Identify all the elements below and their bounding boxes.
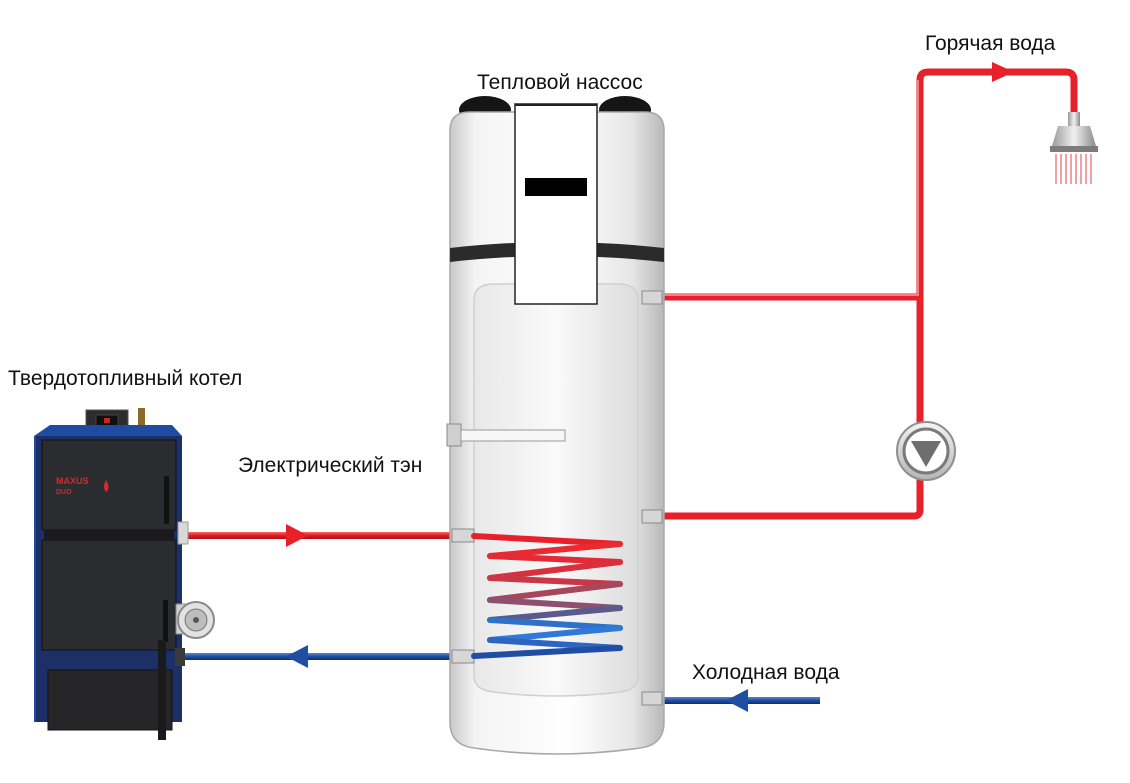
- arrow-icon: [286, 645, 308, 668]
- heat-pump-water-heater: [446, 96, 665, 755]
- electric-heating-element: [446, 423, 566, 447]
- boiler-fan: [175, 601, 215, 639]
- cold-water-label: Холодная вода: [692, 661, 840, 684]
- pipe-fitting: [451, 528, 475, 543]
- solid-fuel-boiler-label: Твердотопливный котел: [8, 367, 243, 390]
- arrow-icon: [286, 524, 308, 547]
- electric-heater-label: Электрический тэн: [238, 454, 423, 477]
- boiler-return-pipe: [178, 653, 460, 660]
- pipe-fitting: [451, 649, 475, 664]
- shower-head-icon: [1050, 112, 1098, 184]
- heat-exchanger-coil: [471, 533, 623, 659]
- arrow-icon: [992, 62, 1014, 82]
- heat-pump-label: Тепловой нассос: [477, 71, 643, 94]
- pipe-fitting: [641, 691, 663, 706]
- hot-water-label: Горячая вода: [925, 32, 1056, 55]
- pipe-fitting: [641, 290, 663, 305]
- solid-fuel-boiler: MAXUS DUO: [34, 408, 215, 740]
- circulation-pump-icon: [896, 421, 956, 481]
- pipe-fitting: [641, 509, 663, 524]
- flame-icon: [104, 480, 109, 492]
- arrow-icon: [726, 689, 748, 712]
- boiler-brand-model: DUO: [56, 489, 72, 496]
- boiler-brand-name: MAXUS: [56, 476, 89, 486]
- boiler-supply-pipe: [180, 532, 460, 539]
- hot-water-pipe: [655, 68, 1078, 301]
- control-display: [525, 178, 587, 196]
- recirculation-pipe: [655, 297, 924, 520]
